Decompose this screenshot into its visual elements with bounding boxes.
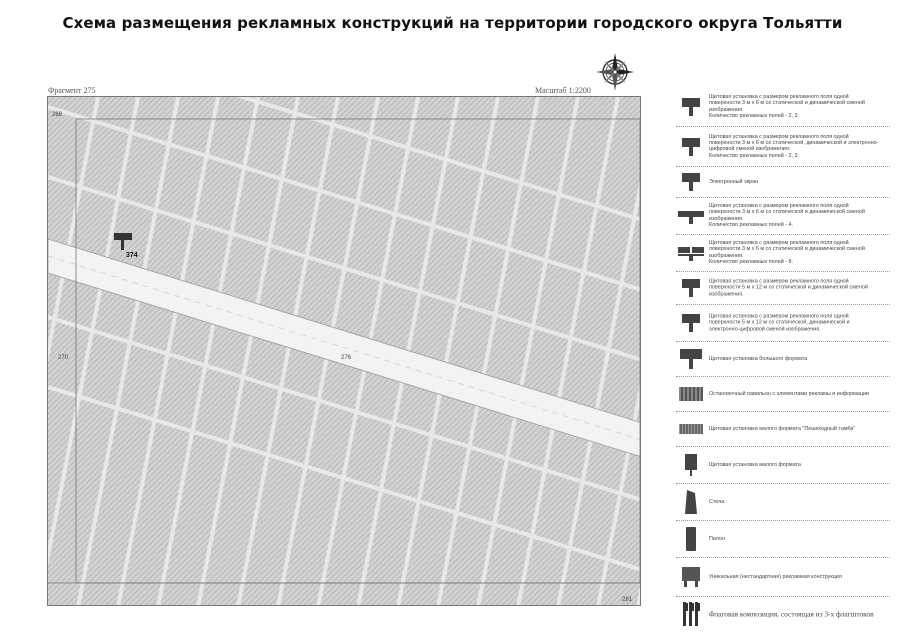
legend-text: Щитовая установка с размером рекламного … bbox=[709, 240, 865, 266]
billboard-marker-374[interactable]: 374 bbox=[114, 233, 138, 259]
legend-item-pylon: Пилон bbox=[676, 521, 890, 558]
label-center: 276 bbox=[341, 355, 352, 361]
stela-icon bbox=[678, 489, 704, 515]
legend-item-billboard-5x12-digital: Щитовая установка с размером рекламного … bbox=[676, 305, 890, 342]
unique-icon bbox=[678, 566, 704, 588]
street-line bbox=[156, 97, 260, 605]
legend-item-flag-composition: Флаговая композиция, состоящая из 3-х фл… bbox=[676, 597, 890, 631]
legend-text: Щитовая установка малого формата "Пешехо… bbox=[709, 425, 856, 432]
legend-item-small-format-pedestrian: Щитовая установка малого формата "Пешехо… bbox=[676, 412, 890, 447]
pylon-icon bbox=[678, 526, 704, 552]
street-line bbox=[235, 97, 640, 222]
street-line bbox=[48, 105, 640, 292]
street-line bbox=[516, 97, 620, 605]
page-title: Схема размещения рекламных конструкций н… bbox=[62, 14, 843, 32]
street-line bbox=[48, 385, 640, 572]
road-centerline bbox=[48, 255, 640, 440]
legend-text: Остановочный павильон с элементами рекла… bbox=[709, 390, 869, 397]
street-lines bbox=[48, 97, 640, 605]
street-line bbox=[76, 97, 180, 605]
street-line bbox=[396, 97, 500, 605]
legend-text: Щитовая установка с размером рекламного … bbox=[709, 133, 879, 159]
billboard-double-icon bbox=[678, 245, 704, 261]
street-line bbox=[48, 97, 140, 567]
street-line bbox=[196, 97, 300, 605]
legend-item-billboard-3x6-four: Щитовая установка с размером рекламного … bbox=[676, 198, 890, 235]
legend-text: Щитовая установка с размером рекламного … bbox=[709, 278, 868, 298]
legend-text: Электронный экран bbox=[709, 178, 759, 185]
legend: Щитовая установка с размером рекламного … bbox=[676, 88, 890, 631]
street-line bbox=[48, 175, 640, 362]
label-bottom-right: 281 bbox=[622, 597, 633, 603]
legend-item-billboard-5x12-static: Щитовая установка с размером рекламного … bbox=[676, 272, 890, 305]
scale-label: Масштаб 1:2200 bbox=[535, 86, 591, 95]
label-left: 270 bbox=[58, 355, 69, 361]
fragment-label: Фрагмент 275 bbox=[48, 86, 96, 95]
legend-item-billboard-3x6-digital: Щитовая установка с размером рекламного … bbox=[676, 127, 890, 167]
marker-label: 374 bbox=[126, 252, 138, 259]
legend-text: Щитовая установка с размером рекламного … bbox=[709, 203, 865, 229]
legend-item-billboard-3x6-static: Щитовая установка с размером рекламного … bbox=[676, 88, 890, 127]
fence-icon bbox=[678, 424, 704, 434]
street-line bbox=[596, 382, 640, 605]
street-line bbox=[236, 97, 340, 605]
legend-item-unique: Уникальная (нестандартная) рекламная кон… bbox=[676, 558, 890, 597]
legend-text: Уникальная (нестандартная) рекламная кон… bbox=[709, 573, 842, 580]
billboard-icon bbox=[678, 278, 704, 298]
map-fragment[interactable]: 269 270 276 281 374 bbox=[47, 96, 641, 606]
billboard-icon bbox=[678, 172, 704, 192]
legend-text: Щитовая установка малого формата bbox=[709, 461, 801, 468]
compass-rose-icon bbox=[596, 53, 634, 91]
legend-item-large-format: Щитовая установка большого формата bbox=[676, 342, 890, 377]
street-line bbox=[556, 178, 640, 605]
map-canvas: 269 270 276 281 374 bbox=[48, 97, 640, 605]
small-board-icon bbox=[678, 453, 704, 477]
billboard-icon bbox=[678, 313, 704, 333]
billboard-large-icon bbox=[678, 348, 704, 370]
legend-text: Флаговая композиция, состоящая из 3-х фл… bbox=[709, 609, 874, 619]
street-line bbox=[476, 97, 580, 605]
legend-item-pavilion: Остановочный павильон с элементами рекла… bbox=[676, 377, 890, 412]
billboard-icon bbox=[678, 137, 704, 157]
legend-text: Щитовая установка большого формата bbox=[709, 355, 808, 362]
pavilion-icon bbox=[678, 387, 704, 401]
street-line bbox=[48, 97, 100, 363]
legend-item-billboard-3x6-eight: Щитовая установка с размером рекламного … bbox=[676, 235, 890, 272]
legend-text: Щитовая установка с размером рекламного … bbox=[709, 313, 850, 333]
label-top-left: 269 bbox=[52, 112, 63, 118]
flag-icon bbox=[678, 601, 704, 627]
legend-item-electronic-screen: Электронный экран bbox=[676, 167, 890, 198]
street-line bbox=[48, 315, 640, 502]
billboard-wide-icon bbox=[678, 208, 704, 224]
legend-text: Щитовая установка с размером рекламного … bbox=[709, 94, 865, 120]
billboard-icon bbox=[678, 97, 704, 117]
legend-text: Стела bbox=[709, 498, 725, 505]
legend-item-small-format: Щитовая установка малого формата bbox=[676, 447, 890, 484]
legend-item-stela: Стела bbox=[676, 484, 890, 521]
legend-text: Пилон bbox=[709, 535, 726, 542]
